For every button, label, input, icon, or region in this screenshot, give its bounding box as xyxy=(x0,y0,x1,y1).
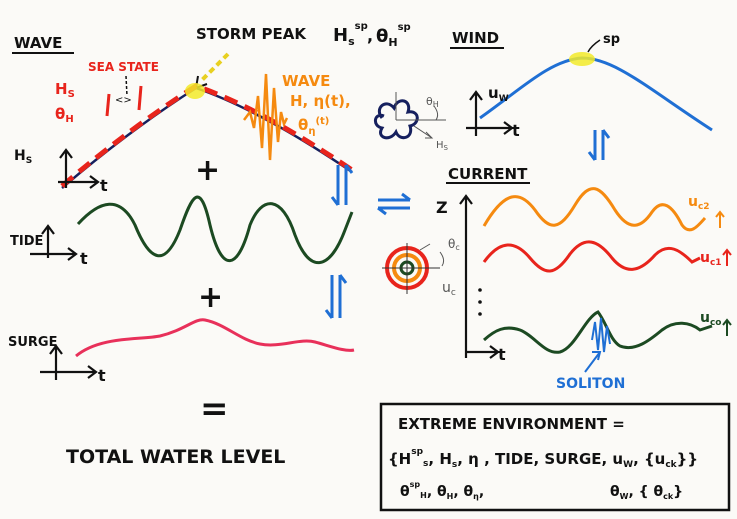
sea-state-pointer xyxy=(125,75,128,97)
wave-tide-coupling-arrow xyxy=(330,164,354,206)
current-axis-t: t xyxy=(498,345,506,364)
wind-current-coupling-arrow xyxy=(587,129,611,161)
storm-peak-label: STORM PEAK xyxy=(196,25,307,43)
soliton-label: SOLITON xyxy=(556,376,625,392)
wave-direction-axes xyxy=(395,92,446,121)
surge-label: SURGE xyxy=(8,335,57,350)
extreme-environment-line1: {Hsps, Hs, η , TIDE, SURGE, uW, {uck}} xyxy=(388,447,698,470)
plus-1: + xyxy=(195,153,220,188)
tide-axis-t: t xyxy=(80,249,88,268)
uc1-arrow xyxy=(722,248,732,266)
tide-label: TIDE xyxy=(10,234,43,249)
surge-axis-t: t xyxy=(98,366,106,385)
theta-c-label: θc xyxy=(448,237,460,252)
sea-state-tick-left xyxy=(105,93,111,117)
wind-axis-t: t xyxy=(512,121,520,140)
hs-small-arrow xyxy=(413,125,434,139)
storm-peak-theta: θHsp xyxy=(376,22,411,49)
hs-axis xyxy=(58,148,100,189)
current-uc0-curve xyxy=(482,310,713,354)
current-axis xyxy=(459,194,500,359)
storm-peak-hs: Hssp xyxy=(333,21,368,48)
uc2-label: uc2 xyxy=(688,194,710,212)
wave-oscillation xyxy=(243,73,289,161)
tide-axis xyxy=(30,224,78,261)
uc1-label: uc1 xyxy=(700,250,722,268)
equals-sign: = xyxy=(200,389,229,429)
tide-surge-coupling-arrow xyxy=(324,274,348,319)
tide-curve xyxy=(76,195,354,265)
current-depth-dots xyxy=(478,288,482,316)
wind-axis xyxy=(466,90,514,136)
theta-c-arc xyxy=(439,251,445,267)
current-uc2-curve xyxy=(482,187,707,232)
wind-sp-label: sp xyxy=(603,32,620,47)
z-axis-label: Z xyxy=(436,198,448,217)
current-uc1-curve xyxy=(482,240,701,273)
sea-state-tick-right xyxy=(137,85,143,111)
uw-label: uW xyxy=(488,84,509,104)
extreme-environment-title: EXTREME ENVIRONMENT = xyxy=(398,415,625,433)
uc0-arrow xyxy=(722,318,732,336)
uc0-label: uco xyxy=(700,310,722,328)
wave-direction-scribble xyxy=(374,99,419,140)
wave-orange-label: WAVE xyxy=(282,72,330,90)
sea-state-bracket: <> xyxy=(115,95,132,106)
soliton-spike xyxy=(591,317,611,353)
sea-state-label: SEA STATE xyxy=(88,60,159,74)
extreme-environment-line2-right: θW, { θck} xyxy=(610,484,683,501)
wind-peak-highlight xyxy=(569,52,595,66)
hs-axis-t: t xyxy=(100,176,108,195)
extreme-environment-box xyxy=(379,402,731,512)
theta-red-label: θH xyxy=(55,105,74,125)
surge-axis xyxy=(40,344,98,380)
total-water-level: TOTAL WATER LEVEL xyxy=(66,446,285,468)
wave-section-title: WAVE xyxy=(14,34,62,52)
soliton-pointer xyxy=(584,351,602,373)
storm-peak-comma: , xyxy=(367,26,373,45)
wave-theta-eta-label: θη(t) xyxy=(298,116,329,137)
wind-sp-pointer xyxy=(587,39,601,53)
surge-curve xyxy=(75,318,355,358)
hs-small: HS xyxy=(436,140,449,152)
extreme-environment-line2-left: θspH, θH, θη, xyxy=(400,480,484,501)
wave-h-eta-label: H, η(t), xyxy=(290,92,351,110)
current-rose xyxy=(382,243,440,294)
current-section-title: CURRENT xyxy=(448,165,528,183)
theta-h-small: θH xyxy=(426,95,439,109)
hs-red-label: HS xyxy=(55,80,75,100)
hs-axis-label: HS xyxy=(14,148,32,166)
plus-2: + xyxy=(198,280,223,315)
uc-label: uc xyxy=(442,280,456,298)
storm-peak-highlight xyxy=(185,83,205,99)
wind-section-title: WIND xyxy=(452,29,499,47)
wind-curve xyxy=(479,56,713,132)
uc2-arrow xyxy=(715,210,725,228)
storm-peak-pointer xyxy=(198,52,230,84)
tide-current-coupling-arrow xyxy=(377,192,411,216)
theta-h-arc xyxy=(433,105,439,121)
